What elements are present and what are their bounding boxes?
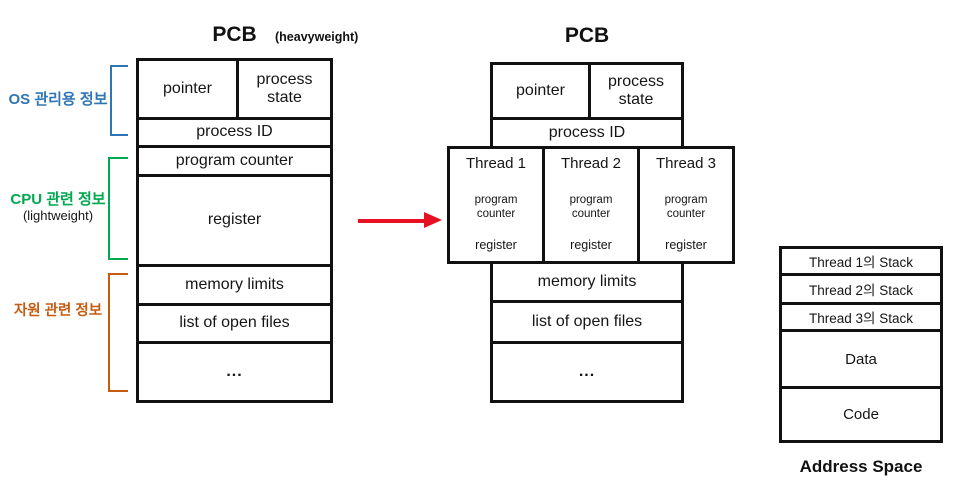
thread-3-register: register [665, 238, 707, 252]
left-more-cell: ... [139, 341, 330, 400]
left-pcb-box: pointer process state process ID program… [136, 58, 333, 403]
middle-open-files-cell: list of open files [493, 300, 681, 341]
left-memory-limits-cell: memory limits [139, 264, 330, 303]
thread-1-program-counter: program counter [474, 194, 518, 221]
address-space-caption: Address Space [799, 457, 923, 476]
left-register-cell: register [139, 174, 330, 264]
thread-1-stack-cell: Thread 1의 Stack [809, 255, 913, 270]
thread-3-stack-cell: Thread 3의 Stack [782, 302, 940, 329]
middle-more-cell: ... [493, 341, 681, 400]
transform-arrow-icon [358, 212, 442, 229]
thread-1-register: register [475, 238, 517, 252]
data-segment-cell: Data [782, 329, 940, 386]
thread-3-program-counter: program counter [664, 194, 708, 221]
cpu-section-label: CPU 관련 정보 [10, 191, 106, 208]
thread-3-name: Thread 3 [655, 155, 717, 172]
left-pcb-subtitle: (heavyweight) [275, 30, 359, 44]
left-pcb-title-row: PCB [136, 23, 333, 47]
thread-2-program-counter: program counter [569, 194, 613, 221]
middle-memory-limits-cell: memory limits [537, 272, 637, 290]
middle-pcb-title: PCB [564, 24, 610, 47]
middle-pcb-row-top: pointer process state [493, 65, 681, 117]
middle-pcb-upper-box: pointer process state process ID [490, 62, 684, 146]
code-segment-cell: Code [782, 386, 940, 440]
cpu-section-bracket-icon [108, 157, 128, 260]
os-section-label: OS 관리용 정보 [8, 91, 108, 108]
resource-section-bracket-icon [108, 273, 128, 392]
cpu-section-note: (lightweight) [22, 208, 94, 223]
left-pcb-title: PCB [212, 23, 257, 46]
left-process-id-cell: process ID [139, 117, 330, 145]
thread-2-register: register [570, 238, 612, 252]
left-process-state-cell: process state [236, 61, 330, 117]
thread-3-column: Thread 3 program counter register [637, 149, 732, 261]
middle-pcb-lower-box: memory limits list of open files ... [490, 264, 684, 403]
address-space-box: Thread 1의 Stack Thread 2의 Stack Thread 3… [779, 246, 943, 443]
left-pointer-cell: pointer [163, 79, 212, 97]
resource-section-label: 자원 관련 정보 [13, 303, 103, 319]
thread-2-column: Thread 2 program counter register [542, 149, 637, 261]
middle-process-state-cell: process state [588, 65, 681, 117]
middle-pointer-cell: pointer [516, 81, 565, 99]
thread-1-column: Thread 1 program counter register [450, 149, 542, 261]
thread-2-name: Thread 2 [560, 155, 622, 172]
middle-process-id-cell: process ID [493, 117, 681, 146]
thread-box: Thread 1 program counter register Thread… [447, 146, 735, 264]
left-open-files-cell: list of open files [139, 303, 330, 341]
middle-pcb-title-row: PCB [490, 24, 684, 48]
thread-1-name: Thread 1 [465, 155, 527, 172]
left-pcb-row-top: pointer process state [139, 61, 330, 117]
left-program-counter-cell: program counter [139, 145, 330, 174]
thread-2-stack-cell: Thread 2의 Stack [782, 273, 940, 302]
os-section-bracket-icon [110, 65, 128, 136]
